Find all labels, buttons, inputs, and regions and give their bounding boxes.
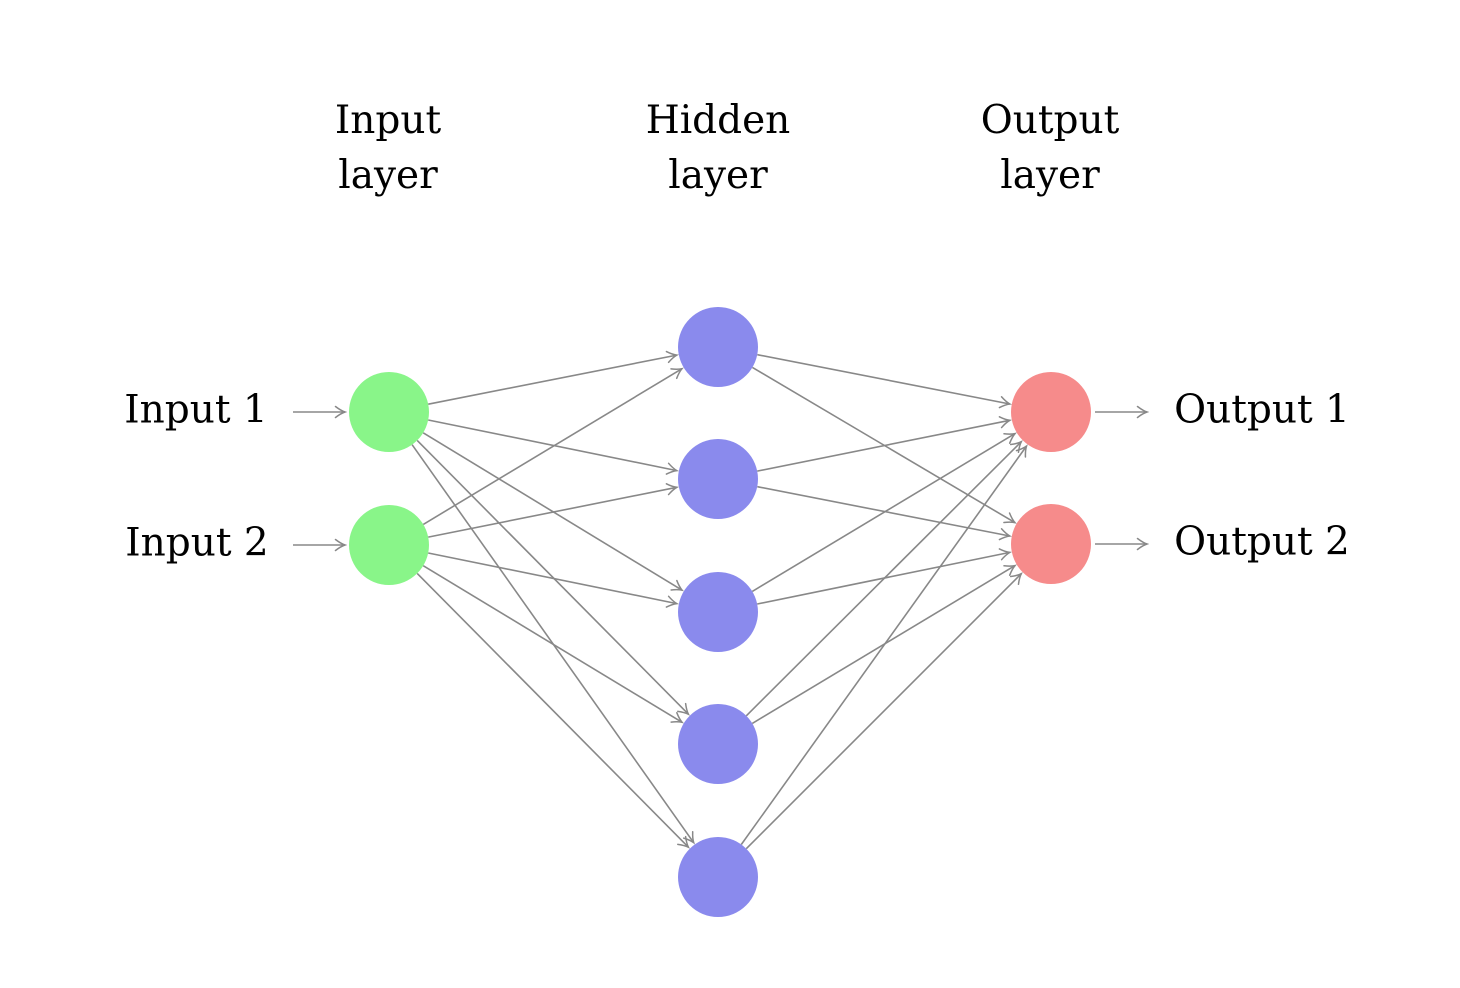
hidden-node-2 [678, 439, 758, 519]
edge-input-1-to-hidden-1 [428, 355, 677, 405]
edge-input-2-to-hidden-2 [428, 487, 677, 538]
output-2-label: Output 2 [1174, 519, 1350, 565]
edge-input-1-to-hidden-4 [416, 439, 688, 714]
input-layer-header-line2: layer [338, 153, 438, 198]
hidden-layer-header-line1: Hidden [645, 98, 791, 143]
input-1-label: Input 1 [124, 387, 268, 433]
output-layer-header-line2: layer [1000, 153, 1100, 198]
edge-input-2-to-hidden-1 [422, 369, 682, 526]
input-2-label: Input 2 [125, 520, 269, 566]
input-layer-header-line1: Input [334, 98, 442, 143]
edge-hidden-4-to-output-1 [745, 442, 1021, 717]
edge-hidden-3-to-output-1 [751, 434, 1015, 593]
input-node-2 [349, 505, 429, 585]
input-node-1 [349, 372, 429, 452]
output-node-1 [1011, 372, 1091, 452]
hidden-node-5 [678, 837, 758, 917]
output-layer-header: Output layer [981, 93, 1120, 203]
input-layer-header: Input layer [335, 93, 441, 203]
output-node-2 [1011, 504, 1091, 584]
hidden-layer-header-line2: layer [668, 153, 768, 198]
edge-hidden-1-to-output-1 [757, 353, 1010, 404]
edge-hidden-2-to-output-1 [757, 420, 1010, 472]
hidden-node-4 [678, 704, 758, 784]
hidden-node-1 [678, 307, 758, 387]
output-layer-header-line1: Output [980, 98, 1120, 143]
edge-hidden-5-to-output-2 [745, 574, 1021, 850]
hidden-node-3 [678, 572, 758, 652]
edge-input-2-to-hidden-4 [422, 565, 682, 723]
output-1-label: Output 1 [1174, 387, 1350, 433]
edge-input-2-to-hidden-5 [416, 572, 688, 847]
edge-hidden-5-to-output-1 [740, 446, 1026, 845]
edge-input-1-to-hidden-2 [428, 419, 677, 471]
edge-hidden-2-to-output-2 [757, 485, 1010, 536]
edge-input-2-to-hidden-3 [428, 552, 677, 604]
hidden-layer-header: Hidden layer [646, 93, 791, 203]
